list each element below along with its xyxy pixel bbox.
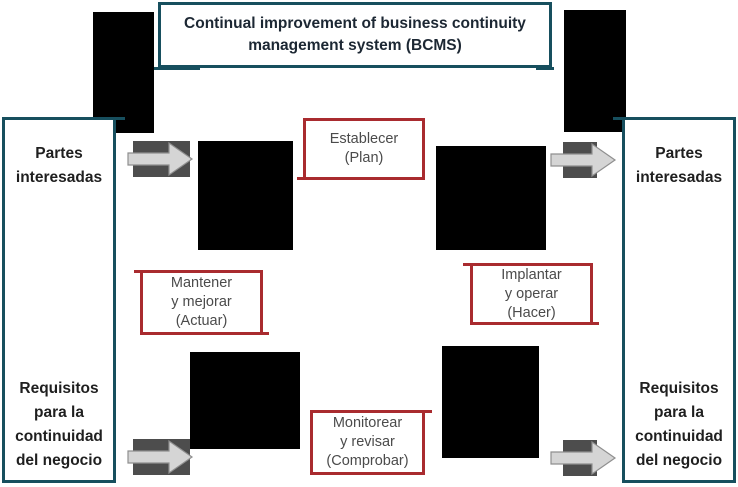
right-arrow-icon xyxy=(127,439,194,475)
label-line: Partes xyxy=(655,145,703,162)
label-line: para la xyxy=(654,404,704,421)
label-line: del negocio xyxy=(15,452,103,469)
flow-arrow-top-right-icon xyxy=(549,140,619,180)
pdca-do-box: Implantar y operar (Hacer) xyxy=(463,263,599,325)
label-line: del negocio xyxy=(635,452,723,469)
right-panel-bottom-label: Requisitos para la continuidad del negoc… xyxy=(625,377,733,473)
diagram-title: Continual improvement of business contin… xyxy=(184,15,526,54)
label-line: continuidad xyxy=(15,428,103,445)
label-line: continuidad xyxy=(635,428,723,445)
left-panel-bottom-label: Requisitos para la continuidad del negoc… xyxy=(5,377,113,473)
right-panel-top-label: Partes interesadas xyxy=(625,142,733,190)
label-line: (Actuar) xyxy=(175,313,228,329)
label-line: interesadas xyxy=(15,169,103,186)
flow-arrow-top-left-icon xyxy=(126,139,196,179)
label-line: Establecer xyxy=(329,131,399,147)
pdca-act-box: Mantener y mejorar (Actuar) xyxy=(134,270,269,335)
stakeholders-panel-right: Partes interesadas Requisitos para la co… xyxy=(613,117,736,483)
label-line: (Hacer) xyxy=(507,304,556,321)
right-arrow-icon xyxy=(550,142,617,178)
label-line: Implantar xyxy=(501,266,562,283)
label-line: y revisar xyxy=(340,434,395,450)
label-line: y operar xyxy=(504,285,559,302)
stakeholders-panel-left: Partes interesadas Requisitos para la co… xyxy=(2,117,125,483)
right-arrow-icon xyxy=(127,141,194,177)
flow-arrow-bottom-right-icon xyxy=(549,438,619,478)
pdca-check-box: Monitorear y revisar (Comprobar) xyxy=(310,410,432,475)
label-line: (Plan) xyxy=(344,150,384,166)
redacted-block-center-left xyxy=(198,141,293,250)
title-box: Continual improvement of business contin… xyxy=(154,2,554,70)
label-line: Monitorear xyxy=(332,415,403,431)
redacted-block-top-left xyxy=(93,12,154,133)
label-line: y mejorar xyxy=(171,294,232,310)
redacted-block-bottom-left xyxy=(190,352,300,449)
redacted-block-bottom-right xyxy=(442,346,539,458)
label-line: Requisitos xyxy=(639,380,719,397)
label-line: Requisitos xyxy=(19,380,99,397)
label-line: (Comprobar) xyxy=(326,453,409,469)
redacted-block-center-right xyxy=(436,146,546,250)
label-line: Mantener xyxy=(170,275,233,291)
label-line: para la xyxy=(34,404,84,421)
redacted-block-top-right xyxy=(564,10,626,132)
right-arrow-icon xyxy=(550,440,617,476)
label-line: interesadas xyxy=(635,169,723,186)
flow-arrow-bottom-left-icon xyxy=(126,437,196,477)
label-line: Partes xyxy=(35,145,83,162)
pdca-plan-box: Establecer (Plan) xyxy=(297,118,425,180)
left-panel-top-label: Partes interesadas xyxy=(5,142,113,190)
